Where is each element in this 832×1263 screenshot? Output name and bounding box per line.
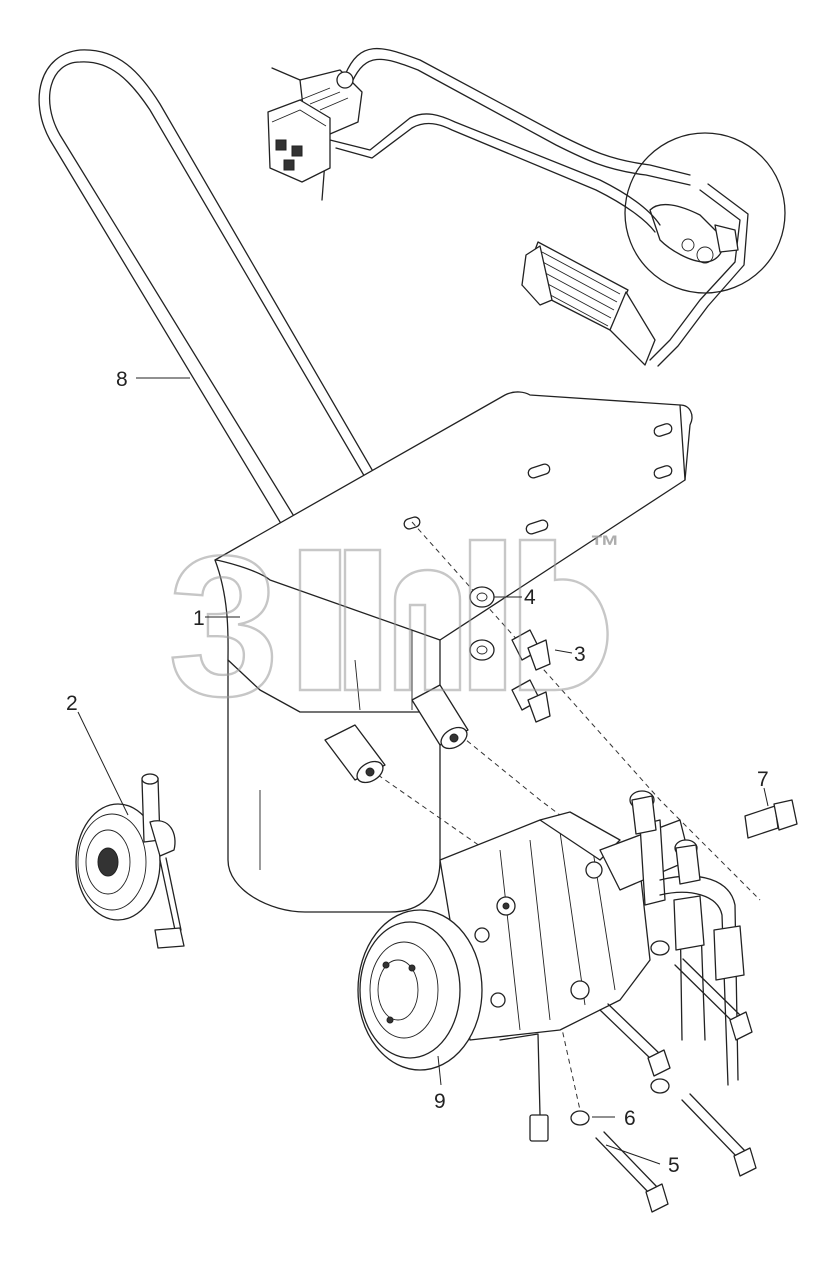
callout-9: 9 <box>434 1090 446 1113</box>
callout-1: 1 <box>193 607 205 630</box>
watermark-logo: 3 <box>168 515 273 738</box>
leader-lines <box>77 377 769 1165</box>
idler-pulley <box>75 773 185 949</box>
detail-circle <box>624 132 786 294</box>
callout-4: 4 <box>524 586 536 609</box>
callout-labels: 1 2 3 4 5 6 7 8 9 <box>66 368 769 1177</box>
callout-3: 3 <box>574 643 586 666</box>
watermark-tm: ™ <box>590 530 620 563</box>
ac-compressor <box>357 790 745 1142</box>
bolts-upper <box>511 629 551 723</box>
watermark: 3 ™ <box>167 514 620 739</box>
callout-7: 7 <box>757 768 769 791</box>
callout-6: 6 <box>624 1107 636 1130</box>
ac-hose-assembly <box>271 47 749 367</box>
callout-5: 5 <box>668 1154 680 1177</box>
callout-2: 2 <box>66 692 78 715</box>
washers <box>469 586 495 661</box>
callout-8: 8 <box>116 368 128 391</box>
expansion-valve-block <box>267 69 363 183</box>
condenser <box>521 241 656 366</box>
washers-lower <box>570 940 670 1126</box>
spacer-sleeves <box>324 684 469 784</box>
mounting-bracket <box>214 391 693 913</box>
bolts-lower <box>595 799 798 1213</box>
